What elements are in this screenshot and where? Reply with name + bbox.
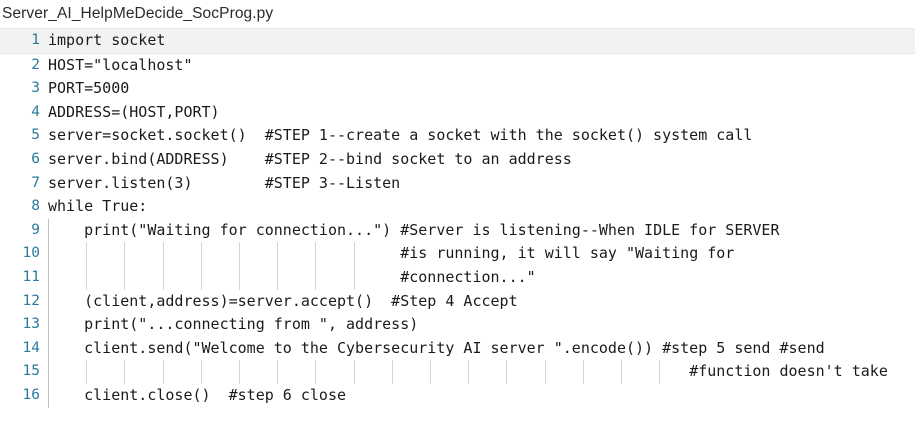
code-line-text[interactable]: print("Waiting for connection...") #Serv… xyxy=(48,220,780,239)
editor-title-bar: Server_AI_HelpMeDecide_SocProg.py xyxy=(0,0,915,28)
code-line-text[interactable]: server.listen(3) #STEP 3--Listen xyxy=(48,173,401,192)
code-line-row[interactable]: 12 (client,address)=server.accept() #Ste… xyxy=(0,290,915,314)
line-number: 15 xyxy=(22,363,40,380)
code-line-row[interactable]: 13 print("...connecting from ", address) xyxy=(0,313,915,337)
code-line-text[interactable]: #connection..." xyxy=(48,267,536,286)
code-line-row[interactable]: 8 while True: xyxy=(0,195,915,219)
code-line-text[interactable]: server=socket.socket() #STEP 1--create a… xyxy=(48,126,753,145)
line-number: 6 xyxy=(31,150,40,167)
code-line-text[interactable]: client.send("Welcome to the Cybersecurit… xyxy=(48,338,825,357)
code-line-row[interactable]: 7 server.listen(3) #STEP 3--Listen xyxy=(0,172,915,196)
code-line-text[interactable]: import socket xyxy=(48,31,166,49)
code-lines-container[interactable]: 1 import socket 2 HOST="localhost" 3 PORT=500… xyxy=(0,28,915,408)
line-number: 16 xyxy=(22,386,40,403)
code-line-row[interactable]: 4 ADDRESS=(HOST,PORT) xyxy=(0,101,915,125)
line-number: 10 xyxy=(22,245,40,262)
code-line-text[interactable]: while True: xyxy=(48,197,148,216)
code-line-row[interactable]: 2 HOST="localhost" xyxy=(0,54,915,78)
line-number: 9 xyxy=(31,221,40,238)
code-line-row[interactable]: 3 PORT=5000 xyxy=(0,77,915,101)
code-line-text[interactable]: server.bind(ADDRESS) #STEP 2--bind socke… xyxy=(48,149,572,168)
code-line-text[interactable]: client.close() #step 6 close xyxy=(48,385,347,404)
line-number: 5 xyxy=(31,127,40,144)
line-number: 13 xyxy=(22,316,40,333)
line-number: 7 xyxy=(31,174,40,191)
line-number: 4 xyxy=(31,103,40,120)
code-editor[interactable]: 1 import socket 2 HOST="localhost" 3 PORT=500… xyxy=(0,28,915,438)
line-number: 2 xyxy=(31,56,40,73)
code-line-text[interactable]: HOST="localhost" xyxy=(48,55,193,74)
line-number: 11 xyxy=(22,268,40,285)
code-line-row[interactable]: 9 print("Waiting for connection...") #Se… xyxy=(0,219,915,243)
code-line-text[interactable]: ADDRESS=(HOST,PORT) xyxy=(48,102,220,121)
code-line-text[interactable]: PORT=5000 xyxy=(48,79,130,98)
code-line-row[interactable]: 11 #connection..." xyxy=(0,266,915,290)
line-number: 12 xyxy=(22,292,40,309)
code-line-row[interactable]: 15 #function doesn't take xyxy=(0,360,915,384)
code-line-row[interactable]: 1 import socket xyxy=(0,28,915,54)
code-line-row[interactable]: 16 client.close() #step 6 close xyxy=(0,384,915,408)
code-line-text[interactable]: print("...connecting from ", address) xyxy=(48,315,419,334)
code-line-row[interactable]: 14 client.send("Welcome to the Cybersecu… xyxy=(0,337,915,361)
file-name-label: Server_AI_HelpMeDecide_SocProg.py xyxy=(2,5,274,22)
code-line-text[interactable]: #is running, it will say "Waiting for xyxy=(48,244,735,263)
code-line-row[interactable]: 10 #is running, it will say "Waiting for xyxy=(0,242,915,266)
code-line-text[interactable]: (client,address)=server.accept() #Step 4… xyxy=(48,291,518,310)
code-line-text[interactable]: #function doesn't take xyxy=(48,362,888,381)
line-number: 3 xyxy=(31,80,40,97)
code-line-row[interactable]: 5 server=socket.socket() #STEP 1--create … xyxy=(0,124,915,148)
code-line-row[interactable]: 6 server.bind(ADDRESS) #STEP 2--bind sock… xyxy=(0,148,915,172)
line-number: 1 xyxy=(31,32,40,48)
line-number: 14 xyxy=(22,339,40,356)
line-number: 8 xyxy=(31,198,40,215)
